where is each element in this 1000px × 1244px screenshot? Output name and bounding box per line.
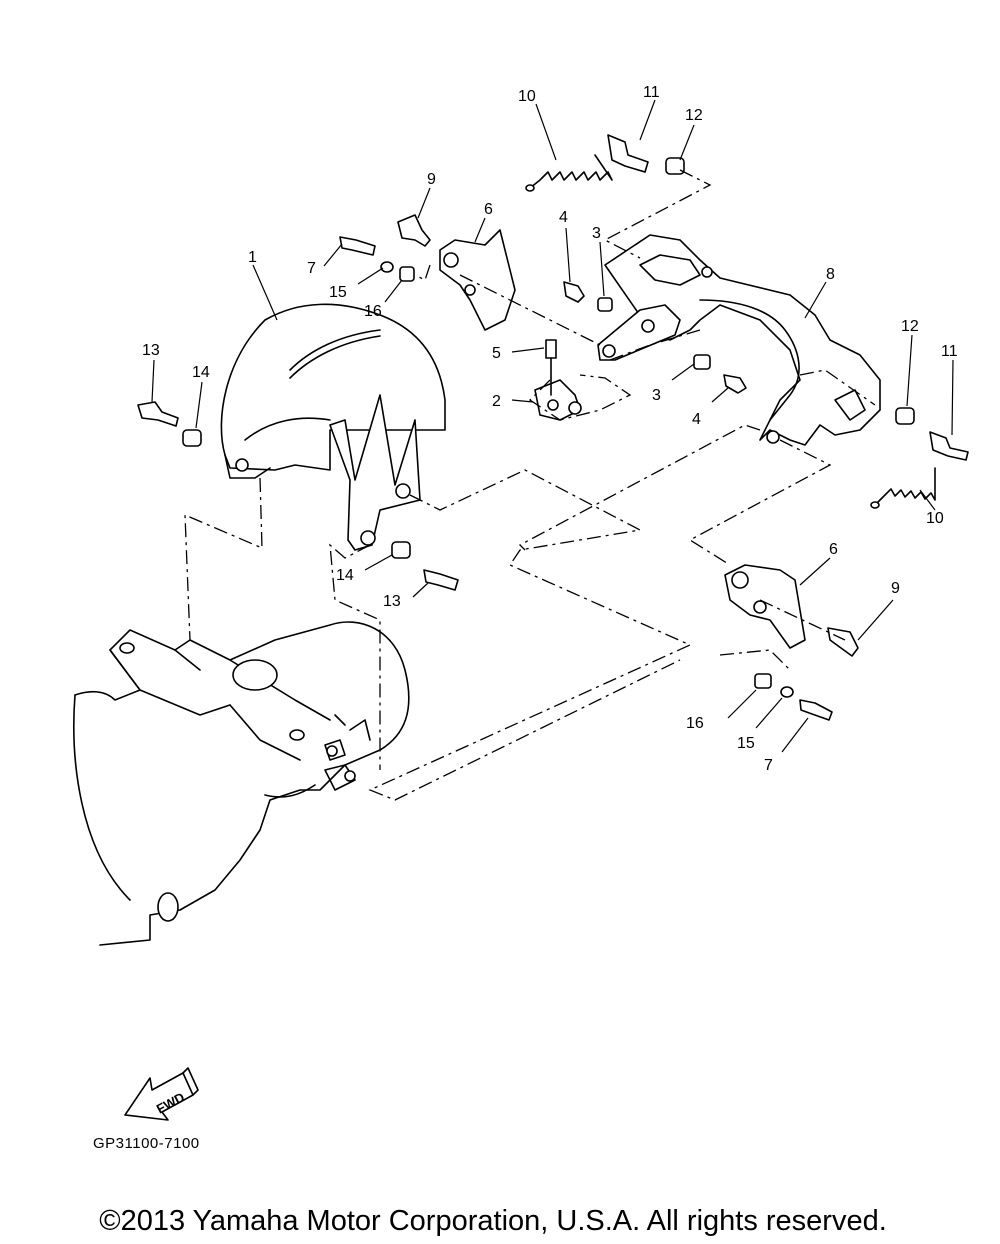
- bolt-part-13-lower: [423, 569, 459, 591]
- callout-4-upper: 4: [559, 209, 568, 226]
- collar-part-3-upper: [597, 297, 613, 312]
- callout-14-upper: 14: [192, 364, 210, 381]
- callout-2: 2: [492, 393, 501, 410]
- collar-part-16-lower: [754, 673, 772, 689]
- callout-4-lower: 4: [692, 411, 701, 428]
- stud-part-11-upper: [607, 134, 649, 173]
- spring-part-10-upper: [525, 154, 613, 192]
- bolt-part-7-lower: [799, 699, 833, 721]
- callout-7-lower: 7: [764, 757, 773, 774]
- washer-part-15-upper: [380, 261, 394, 273]
- collar-part-3-lower: [693, 354, 711, 370]
- callout-15-upper: 15: [329, 284, 347, 301]
- rear-frame-plate-part-8: [604, 234, 881, 446]
- callout-10-lower: 10: [926, 510, 944, 527]
- callout-12-lower: 12: [901, 318, 919, 335]
- fwd-arrow-icon: FWD: [124, 1067, 199, 1121]
- callout-3-upper: 3: [592, 225, 601, 242]
- callout-labels: 1 2 3 3 4 4 5 6 6 7 7 8 9 9 10 10 11 11 …: [142, 84, 958, 774]
- callout-5: 5: [492, 345, 501, 362]
- leader-lines: [151, 99, 954, 753]
- callout-9-upper: 9: [427, 171, 436, 188]
- bolt-part-4-lower: [723, 374, 747, 394]
- callout-6-upper: 6: [484, 201, 493, 218]
- bolt-part-7-upper: [339, 236, 376, 256]
- copyright-notice: ©2013 Yamaha Motor Corporation, U.S.A. A…: [99, 1205, 887, 1237]
- callout-6-lower: 6: [829, 541, 838, 558]
- callout-11-upper: 11: [643, 84, 660, 101]
- bolt-part-4-upper: [563, 281, 585, 303]
- collar-part-14-lower: [391, 541, 411, 559]
- bracket-part-2: [534, 379, 582, 421]
- callout-9-lower: 9: [891, 580, 900, 597]
- collar-part-12-upper: [665, 157, 685, 175]
- callout-7-upper: 7: [307, 260, 316, 277]
- bolt-part-5: [545, 339, 557, 396]
- bracket-part-6-lower: [724, 564, 806, 649]
- bracket-part-6-upper: [439, 229, 516, 331]
- callout-16-upper: 16: [364, 303, 382, 320]
- assembly-lines: [184, 169, 876, 801]
- spring-part-10-lower: [870, 467, 936, 509]
- callout-10-upper: 10: [518, 88, 536, 105]
- bolt-part-13-upper: [137, 401, 179, 427]
- stud-part-11-lower: [929, 431, 969, 461]
- callout-14-lower: 14: [336, 567, 354, 584]
- callout-15-lower: 15: [737, 735, 755, 752]
- callout-12-upper: 12: [685, 107, 703, 124]
- collar-part-14-upper: [182, 429, 202, 447]
- callout-3-lower: 3: [652, 387, 661, 404]
- callout-11-lower: 11: [941, 343, 958, 360]
- callout-16-lower: 16: [686, 715, 704, 732]
- bolt-part-9-upper: [397, 214, 431, 247]
- engine-block: [73, 621, 410, 946]
- callout-1: 1: [248, 249, 257, 266]
- callout-13-upper: 13: [142, 342, 160, 359]
- callout-13-lower: 13: [383, 593, 401, 610]
- bracket-link-plate: [597, 304, 681, 361]
- collar-part-12-lower: [895, 407, 915, 425]
- engine-mount-front-part-1: [220, 303, 446, 551]
- drawing-code: GP31100-7100: [93, 1135, 200, 1152]
- washer-part-15-lower: [780, 686, 794, 698]
- callout-8: 8: [826, 266, 835, 283]
- collar-part-16-upper: [399, 266, 415, 282]
- bolt-part-9-lower: [827, 627, 859, 657]
